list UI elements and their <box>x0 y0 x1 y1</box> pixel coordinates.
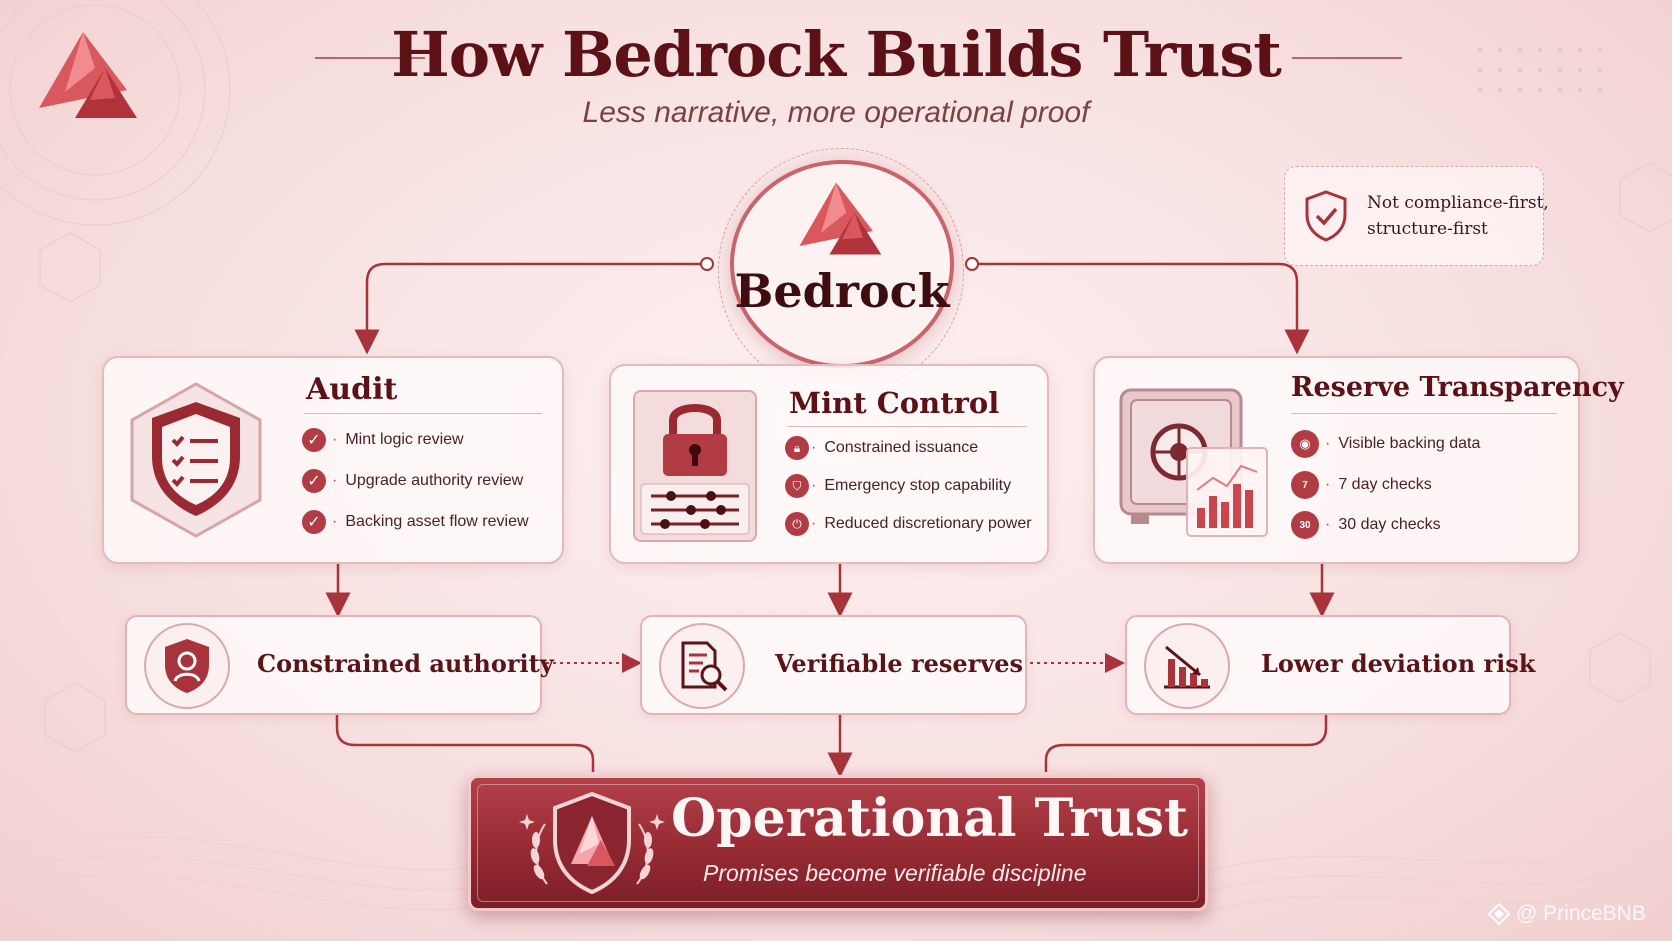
lock-sliders-icon <box>633 390 757 542</box>
reserve-item: ◉·Visible backing data <box>1291 430 1480 458</box>
mint-control-title: Mint Control <box>789 386 1000 420</box>
hub-circle: Bedrock <box>730 160 954 368</box>
reserve-transparency-card: Reserve Transparency ◉·Visible backing d… <box>1093 356 1624 564</box>
reserve-item: 7·7 day checks <box>1291 471 1432 499</box>
note-box: Not compliance-first, structure-first <box>1284 166 1549 266</box>
mint-control-card: Mint Control 🔒︎·Constrained issuance ⛉·E… <box>609 364 1049 564</box>
page-subtitle: Less narrative, more operational proof <box>582 96 1090 129</box>
eye-icon: ◉ <box>1291 430 1319 458</box>
power-icon: ⏻ <box>785 512 809 536</box>
chart-down-icon <box>1144 623 1230 709</box>
mint-control-item: ⏻·Reduced discretionary power <box>785 512 1032 536</box>
title-decoration-left <box>315 57 425 59</box>
outcome-lower-deviation-risk: Lower deviation risk <box>1125 615 1535 715</box>
user-shield-icon <box>144 623 230 709</box>
note-line-1: Not compliance-first, <box>1367 193 1549 213</box>
mint-control-item: ⛉·Emergency stop capability <box>785 474 1011 498</box>
audit-card: Audit ✓·Mint logic review ✓·Upgrade auth… <box>102 356 564 564</box>
calendar-icon: 7 <box>1291 471 1319 499</box>
document-search-icon <box>659 623 745 709</box>
reserve-item: 30·30 day checks <box>1291 511 1441 539</box>
audit-item: ✓·Mint logic review <box>302 428 464 452</box>
check-icon: ✓ <box>302 510 326 534</box>
result-title: Operational Trust <box>671 788 1189 849</box>
audit-item: ✓·Backing asset flow review <box>302 510 529 534</box>
lock-icon: 🔒︎ <box>785 436 809 460</box>
hub-label: Bedrock <box>734 264 950 318</box>
outcome-constrained-authority: Constrained authority <box>125 615 554 715</box>
trophy-shield-icon <box>519 791 665 895</box>
reserve-transparency-title: Reserve Transparency <box>1291 372 1624 403</box>
note-line-2: structure-first <box>1367 219 1488 239</box>
logo-icon <box>39 32 137 118</box>
shield-check-icon <box>1305 190 1347 242</box>
check-icon: ✓ <box>302 469 326 493</box>
result-banner: Operational Trust Promises become verifi… <box>468 775 1208 911</box>
calendar-icon: 30 <box>1291 511 1319 539</box>
diamond-icon <box>1488 903 1510 925</box>
check-icon: ✓ <box>302 428 326 452</box>
outcome-label: Lower deviation risk <box>1261 649 1536 678</box>
title-decoration-right <box>1292 57 1402 59</box>
safe-chart-icon <box>1119 388 1268 537</box>
shield-checklist-icon <box>130 382 262 538</box>
watermark: @ PrinceBNB <box>1488 902 1646 926</box>
mint-control-item: 🔒︎·Constrained issuance <box>785 436 978 460</box>
result-subtitle: Promises become verifiable discipline <box>703 860 1087 886</box>
outcome-verifiable-reserves: Verifiable reserves <box>640 615 1027 715</box>
page-title: How Bedrock Builds Trust <box>391 18 1282 91</box>
audit-title: Audit <box>306 372 398 407</box>
audit-item: ✓·Upgrade authority review <box>302 469 523 493</box>
logo-icon <box>799 182 882 255</box>
outcome-label: Constrained authority <box>257 649 554 678</box>
shield-icon: ⛉ <box>785 474 809 498</box>
outcome-label: Verifiable reserves <box>775 649 1024 678</box>
